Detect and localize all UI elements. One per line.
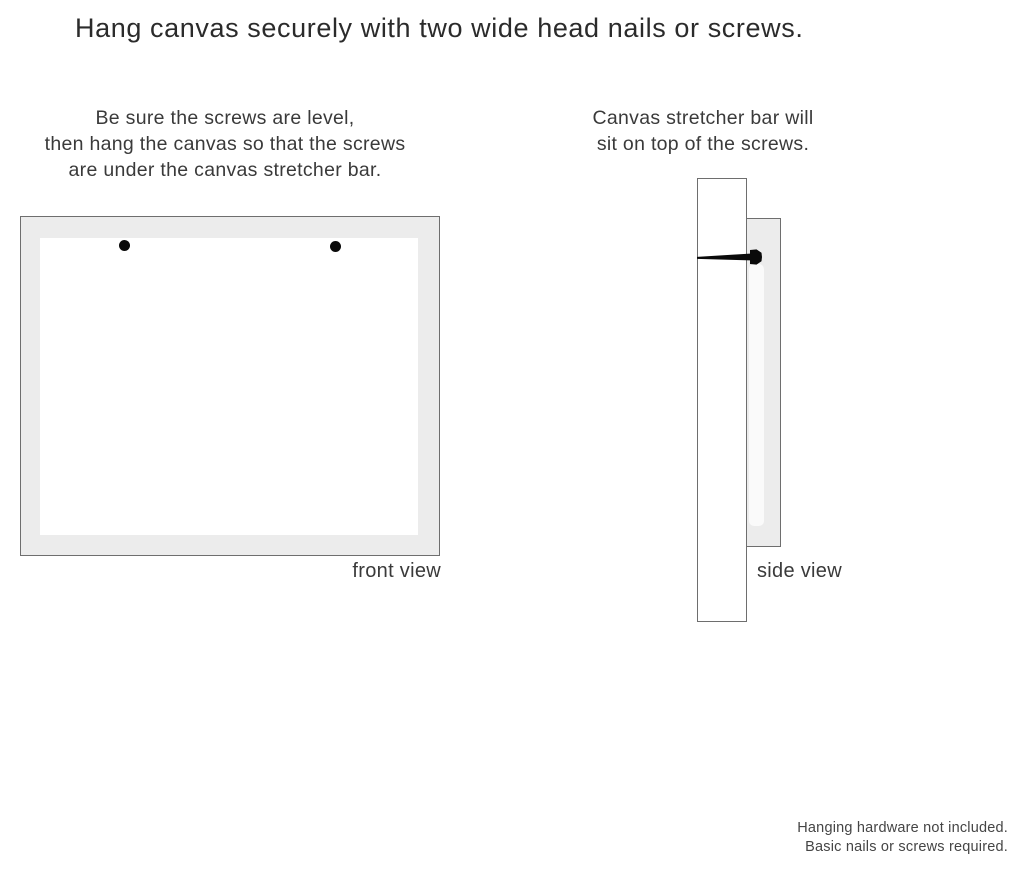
screw-dot-icon bbox=[119, 240, 130, 251]
canvas-front-view-diagram bbox=[20, 216, 440, 556]
front-view-label: front view bbox=[352, 560, 441, 582]
footer-line: Hanging hardware not included. bbox=[797, 820, 1008, 836]
instruction-line: sit on top of the screws. bbox=[596, 133, 810, 155]
page-title: Hang canvas securely with two wide head … bbox=[75, 13, 804, 43]
instruction-line: then hang the canvas so that the screws bbox=[44, 133, 406, 155]
instruction-line: are under the canvas stretcher bar. bbox=[68, 159, 382, 181]
side-view-instructions: Canvas stretcher bar will sit on top of … bbox=[558, 105, 848, 157]
side-view-label: side view bbox=[757, 560, 842, 582]
screw-dot-icon bbox=[330, 241, 341, 252]
canvas-inner-face bbox=[40, 238, 418, 535]
stretcher-bar-side-profile bbox=[697, 178, 747, 622]
canvas-side-inner-face bbox=[749, 264, 764, 526]
instruction-line: Canvas stretcher bar will bbox=[592, 107, 814, 129]
nail-icon bbox=[697, 249, 762, 265]
front-view-instructions: Be sure the screws are level, then hang … bbox=[18, 105, 432, 183]
footer-line: Basic nails or screws required. bbox=[805, 839, 1008, 855]
canvas-side-profile bbox=[745, 218, 781, 547]
footer-note: Hanging hardware not included. Basic nai… bbox=[797, 819, 1008, 857]
instruction-line: Be sure the screws are level, bbox=[95, 107, 355, 129]
